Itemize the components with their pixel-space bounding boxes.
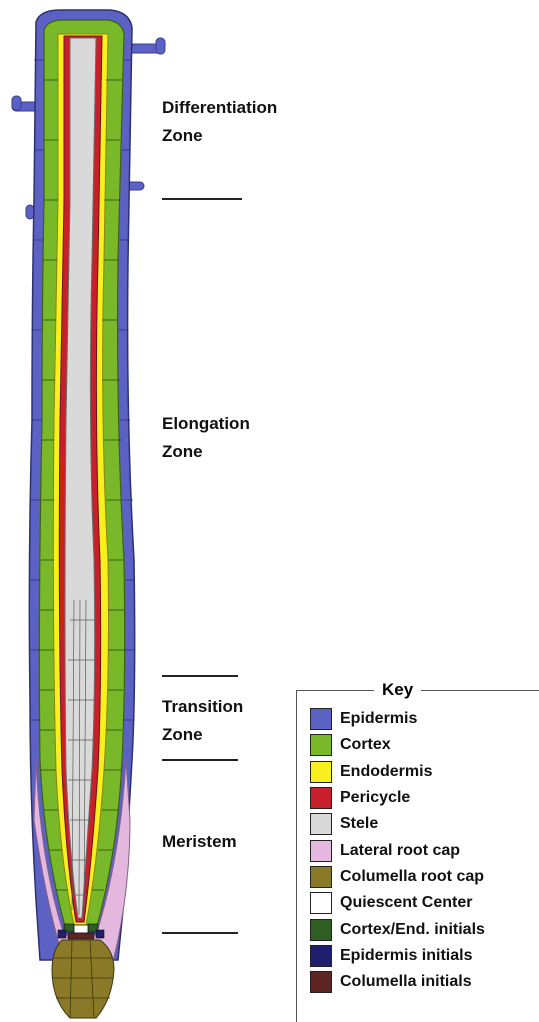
- legend-swatch: [310, 945, 332, 967]
- stele-layer: [65, 38, 96, 918]
- legend-label: Endodermis: [340, 763, 432, 781]
- legend-label: Lateral root cap: [340, 842, 460, 860]
- legend-title: Key: [374, 678, 421, 702]
- legend-swatch: [310, 840, 332, 862]
- zone-label-line: Zone: [162, 122, 332, 150]
- legend-label: Columella initials: [340, 973, 472, 991]
- legend-item: Lateral root cap: [310, 837, 485, 863]
- legend-item: Endodermis: [310, 759, 485, 785]
- columella-root-cap: [52, 940, 114, 1018]
- zone-divider: [162, 932, 238, 934]
- legend-item: Quiescent Center: [310, 890, 485, 916]
- legend-item: Columella initials: [310, 969, 485, 995]
- legend-label: Pericycle: [340, 789, 410, 807]
- legend-swatch: [310, 919, 332, 941]
- legend-item: Epidermis: [310, 706, 485, 732]
- legend-label: Quiescent Center: [340, 894, 472, 912]
- legend-item: Epidermis initials: [310, 943, 485, 969]
- columella-initials: [68, 933, 94, 939]
- zone-label-line: Differentiation: [162, 94, 332, 122]
- legend-item: Cortex/End. initials: [310, 916, 485, 942]
- zone-label-differentiation: Differentiation Zone: [162, 94, 332, 150]
- legend-label: Cortex/End. initials: [340, 921, 485, 939]
- legend-label: Columella root cap: [340, 868, 484, 886]
- zone-label-line: Elongation: [162, 410, 332, 438]
- legend-item: Columella root cap: [310, 864, 485, 890]
- legend-swatch: [310, 761, 332, 783]
- quiescent-center: [74, 925, 88, 933]
- legend-label: Epidermis initials: [340, 947, 472, 965]
- legend-swatch: [310, 892, 332, 914]
- epidermis-initials-right: [96, 930, 104, 938]
- legend-label: Stele: [340, 815, 378, 833]
- legend-label: Cortex: [340, 736, 391, 754]
- zone-divider: [162, 759, 238, 761]
- zone-label-line: Zone: [162, 438, 332, 466]
- legend-label: Epidermis: [340, 710, 417, 728]
- legend-swatch: [310, 813, 332, 835]
- zone-label-elongation: Elongation Zone: [162, 410, 332, 466]
- legend-swatch: [310, 971, 332, 993]
- legend-item: Stele: [310, 811, 485, 837]
- legend-item: Pericycle: [310, 785, 485, 811]
- epidermis-initials: [58, 930, 66, 938]
- zone-divider: [162, 198, 242, 200]
- legend-swatch: [310, 787, 332, 809]
- legend-item: Cortex: [310, 732, 485, 758]
- legend-swatch: [310, 866, 332, 888]
- zone-divider: [162, 675, 238, 677]
- legend-swatch: [310, 708, 332, 730]
- legend-swatch: [310, 734, 332, 756]
